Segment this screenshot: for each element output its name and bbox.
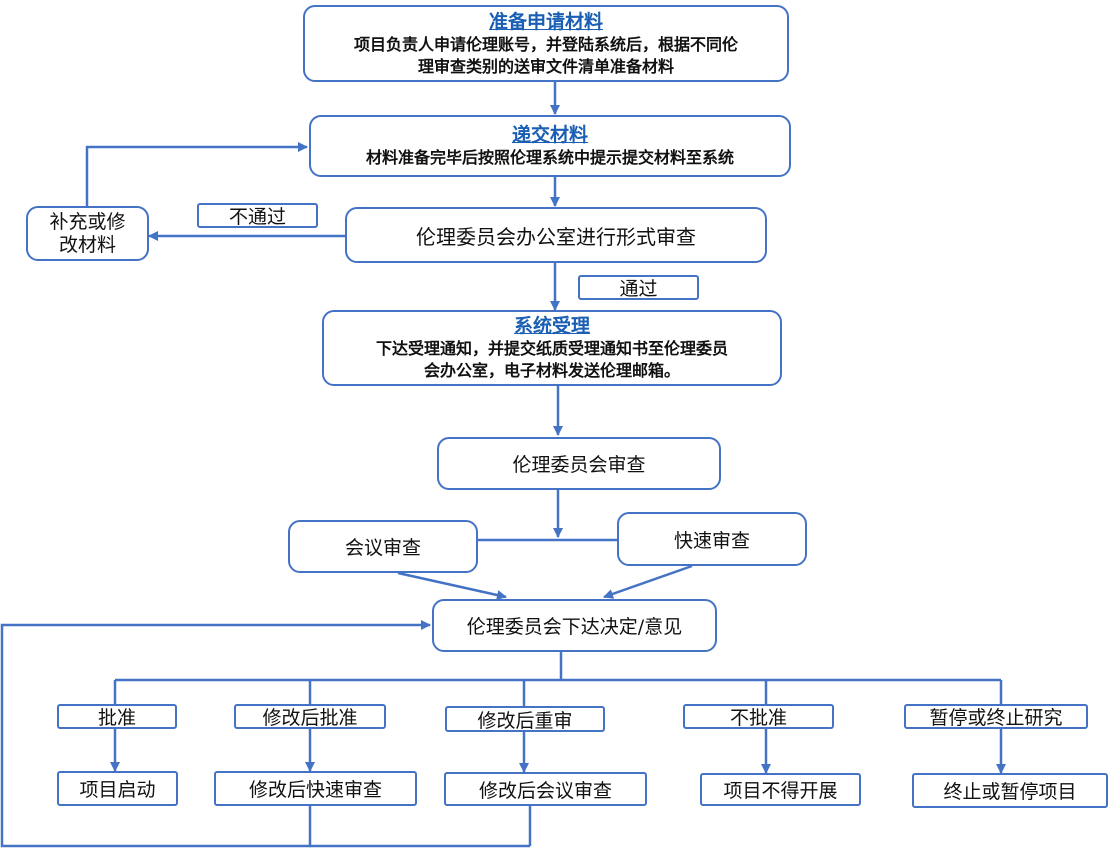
arrow-meeting-to-decision [397, 571, 507, 600]
system-accept-box: 系统受理 下达受理通知，并提交纸质受理通知书至伦理委员 会办公室，电子材料发送伦… [322, 310, 782, 386]
prepare-materials-box: 准备申请材料 项目负责人申请伦理账号，并登陆系统后，根据不同伦 理审查类别的送审… [303, 5, 789, 82]
submit-title: 递交材料 [511, 124, 588, 146]
outcome-modify-approve: 修改后批准 [234, 704, 386, 729]
accept-line-1: 下达受理通知，并提交纸质受理通知书至伦理委员 [375, 339, 728, 358]
result-not-proceed-text: 项目不得开展 [723, 780, 838, 802]
committee-review-box: 伦理委员会审查 [437, 437, 721, 490]
supplement-box: 补充或修 改材料 [26, 206, 149, 261]
prepare-line-1: 项目负责人申请伦理账号，并登陆系统后，根据不同伦 [353, 34, 738, 54]
accept-line-2: 会办公室，电子材料发送伦理邮箱。 [423, 361, 680, 380]
submit-line-1: 材料准备完毕后按照伦理系统中提示提交材料至系统 [365, 148, 734, 167]
arrow-supplement-to-submit [85, 142, 308, 206]
result-stop-project: 终止或暂停项目 [912, 773, 1108, 808]
supplement-line-1: 补充或修 [49, 210, 126, 233]
prepare-line-2: 理审查类别的送审文件清单准备材料 [417, 56, 674, 76]
fast-review-text: 快速审查 [673, 529, 750, 552]
formal-review-box: 伦理委员会办公室进行形式审查 [345, 207, 767, 263]
outcome-modify-approve-text: 修改后批准 [262, 707, 358, 729]
result-project-start: 项目启动 [57, 771, 178, 806]
result-stop-project-text: 终止或暂停项目 [943, 781, 1077, 803]
prepare-title: 准备申请材料 [488, 10, 603, 33]
outcome-modify-rereview-text: 修改后重审 [477, 709, 573, 732]
decision-text: 伦理委员会下达决定/意见 [466, 616, 683, 638]
formal-review-text: 伦理委员会办公室进行形式审查 [416, 224, 696, 249]
outcome-reject-text: 不批准 [729, 707, 787, 729]
outcome-reject: 不批准 [683, 704, 834, 729]
result-fast-review: 修改后快速审查 [214, 771, 417, 806]
pass-label-text: 通过 [619, 278, 658, 300]
result-fast-review-text: 修改后快速审查 [248, 779, 382, 801]
result-not-proceed: 项目不得开展 [700, 773, 861, 806]
accept-title: 系统受理 [513, 315, 590, 337]
outcome-suspend-text: 暂停或终止研究 [929, 707, 1063, 729]
outcome-suspend: 暂停或终止研究 [904, 704, 1088, 729]
result-project-start-text: 项目启动 [79, 779, 156, 801]
arrow-fast-to-decision [603, 564, 693, 599]
meeting-review-box: 会议审查 [288, 520, 478, 573]
fail-label: 不通过 [197, 203, 318, 228]
outcome-approve: 批准 [57, 704, 177, 729]
fast-review-box: 快速审查 [617, 512, 807, 566]
outcome-approve-text: 批准 [97, 707, 136, 729]
loop-back-to-decision [0, 620, 431, 848]
result-meeting-review: 修改后会议审查 [444, 772, 647, 806]
fail-label-text: 不通过 [228, 206, 286, 228]
committee-review-text: 伦理委员会审查 [512, 454, 646, 476]
pass-label: 通过 [578, 275, 699, 300]
submit-materials-box: 递交材料 材料准备完毕后按照伦理系统中提示提交材料至系统 [309, 115, 791, 177]
meeting-review-text: 会议审查 [344, 537, 421, 559]
outcome-modify-rereview: 修改后重审 [445, 706, 605, 732]
supplement-line-2: 改材料 [58, 233, 116, 256]
decision-box: 伦理委员会下达决定/意见 [432, 599, 717, 652]
result-meeting-review-text: 修改后会议审查 [478, 779, 612, 802]
